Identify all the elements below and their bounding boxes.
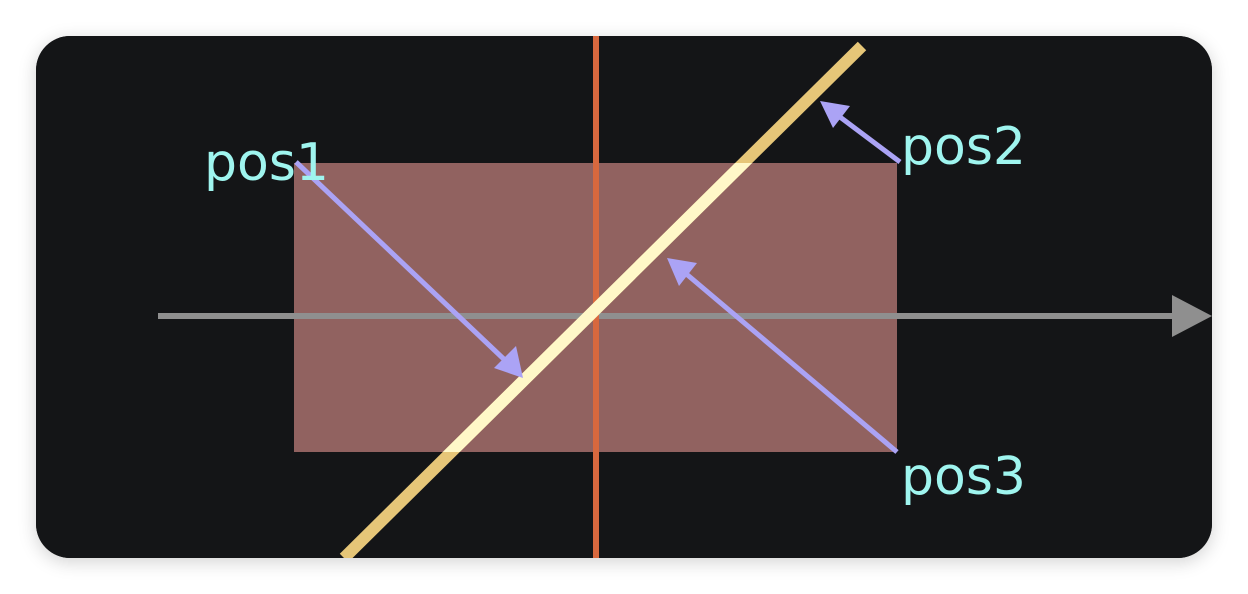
pos2-label: pos2 bbox=[901, 117, 1026, 177]
horizontal-axis-arrowhead bbox=[1172, 295, 1212, 337]
pos2-arrow-shaft bbox=[834, 112, 902, 164]
pos1-label: pos1 bbox=[204, 133, 329, 193]
pos2-arrowhead bbox=[820, 101, 850, 128]
pos3-arrow-shaft bbox=[682, 270, 899, 454]
diagonal-line-inside-rectangle bbox=[339, 163, 867, 452]
pos1-arrow-shaft bbox=[294, 160, 511, 366]
pos3-arrowhead bbox=[667, 258, 697, 286]
pos3-label: pos3 bbox=[901, 447, 1026, 507]
pos1-arrowhead bbox=[494, 346, 523, 378]
